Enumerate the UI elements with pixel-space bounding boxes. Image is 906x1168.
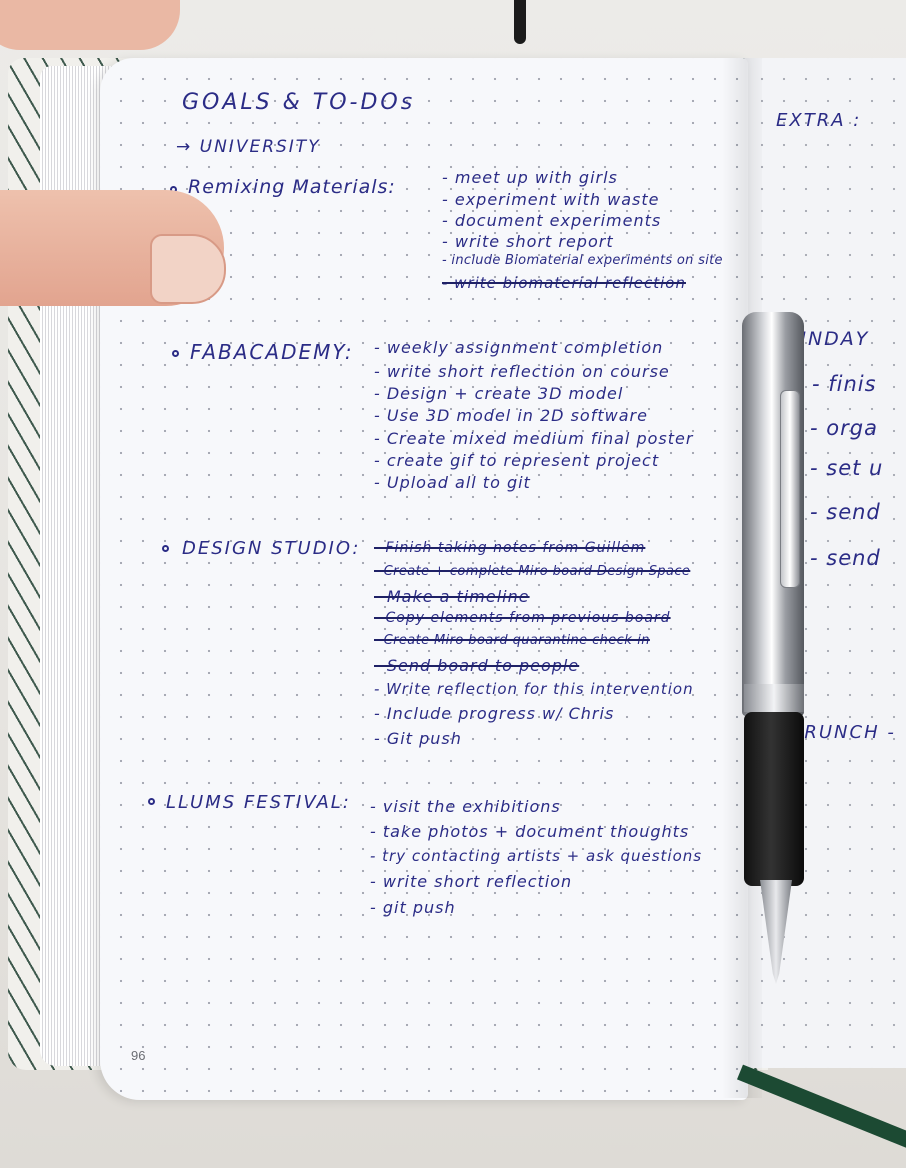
todo-item: - document experiments: [442, 211, 662, 230]
todo-item: - Write reflection for this intervention: [374, 680, 694, 698]
section-bullet: [148, 798, 155, 805]
todo-item-done: - Create Miro board quarantine check-in: [374, 633, 650, 648]
todo-item: - create gif to represent project: [374, 451, 660, 470]
fingernail: [150, 234, 226, 304]
section-heading-llums-festival: LLUMS FESTIVAL:: [166, 792, 351, 813]
section-bullet: [172, 350, 179, 357]
page-subtitle: → UNIVERSITY: [176, 137, 321, 157]
page-title: GOALS & TO-DOs: [182, 90, 416, 115]
todo-item: - write short reflection: [370, 872, 573, 891]
todo-item-done: - Copy elements from previous board: [374, 610, 671, 626]
todo-item: - Design + create 3D model: [374, 384, 624, 403]
right-page-item: - finis: [812, 372, 877, 396]
right-page-item: - send: [810, 546, 881, 570]
pen-clip: [780, 390, 800, 588]
page-number: 96: [131, 1048, 146, 1063]
right-page-item: - send: [810, 500, 881, 524]
todo-item: - experiment with waste: [442, 190, 660, 209]
todo-item: - take photos + document thoughts: [370, 822, 690, 841]
right-page-extra-heading: EXTRA :: [776, 110, 862, 131]
bookmark-ribbon-black: [514, 0, 526, 44]
todo-item: - write short reflection on course: [374, 362, 670, 381]
pen-band: [744, 684, 804, 712]
todo-item: - Upload all to git: [374, 473, 531, 492]
todo-item: - Create mixed medium final poster: [374, 429, 694, 448]
thumb: [0, 0, 180, 50]
todo-item: - Use 3D model in 2D software: [374, 406, 648, 425]
bookmark-ribbon-green: [737, 1064, 906, 1155]
section-heading-fabacademy: FABACADEMY:: [190, 340, 354, 364]
todo-item: - try contacting artists + ask questions: [370, 847, 703, 865]
todo-item-done: - Finish taking notes from Guillem: [374, 540, 646, 556]
todo-item: - meet up with girls: [442, 168, 618, 187]
right-page-item: - set u: [810, 456, 884, 480]
section-heading-remixing: Remixing Materials:: [188, 176, 396, 198]
todo-item: - weekly assignment completion: [374, 338, 664, 357]
todo-item: - Include progress w/ Chris: [374, 704, 615, 723]
todo-item: - visit the exhibitions: [370, 797, 561, 816]
pen-grip: [744, 712, 804, 886]
todo-item-done: - Send board to people: [374, 656, 580, 675]
todo-item: - git push: [370, 898, 456, 917]
todo-item: - include Biomaterial experiments on sit…: [442, 253, 723, 268]
todo-item-done: - Make a timeline: [374, 587, 530, 606]
todo-item-done: - Create + complete Miro board Design Sp…: [374, 564, 691, 579]
todo-item: - Git push: [374, 729, 462, 748]
section-heading-design-studio: DESIGN STUDIO:: [182, 538, 361, 559]
right-page-brunch-heading: BRUNCH -: [790, 722, 896, 743]
right-page-item: - orga: [810, 416, 878, 440]
section-bullet: [162, 545, 169, 552]
todo-item: - write short report: [442, 232, 614, 251]
todo-item-done: - write biomaterial reflection: [442, 274, 686, 292]
